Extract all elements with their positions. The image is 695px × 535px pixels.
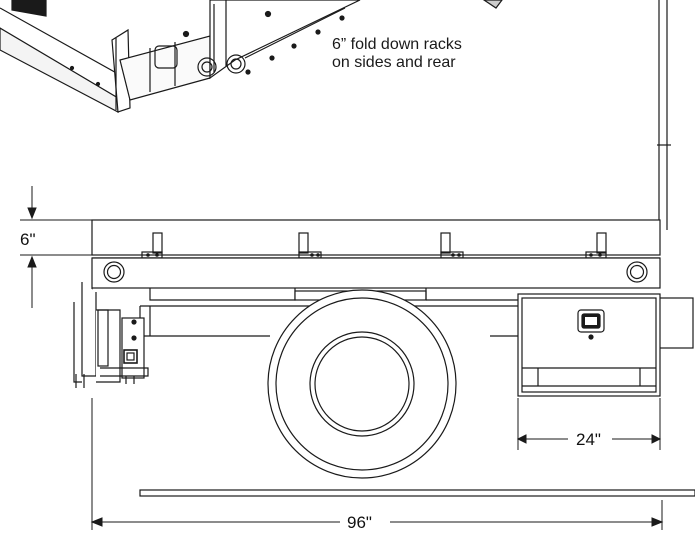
rack-height-dimension <box>20 186 92 308</box>
left-stake-pocket <box>103 261 125 283</box>
toolbox-width-label: 24" <box>576 430 601 449</box>
bed-length-dimension <box>90 398 664 530</box>
fold-down-racks-callout: 6” fold down racks on sides and rear <box>332 36 462 72</box>
rear-wheel <box>267 289 457 479</box>
side-rack-panel <box>91 219 661 259</box>
callout-line-2: on sides and rear <box>332 54 456 71</box>
toolbox-latch-icon <box>577 309 605 340</box>
rear-post <box>657 0 694 349</box>
perspective-detail <box>0 0 503 113</box>
bed-rail <box>91 257 661 289</box>
toolbox-width-dimension <box>516 398 662 450</box>
underbody-toolbox <box>517 293 661 397</box>
right-stake-pocket <box>626 261 648 283</box>
rack-height-label: 6" <box>20 230 36 249</box>
bed-length-label: 96" <box>347 513 372 532</box>
callout-line-1: 6” fold down racks <box>332 36 462 53</box>
ground-line <box>139 489 695 497</box>
